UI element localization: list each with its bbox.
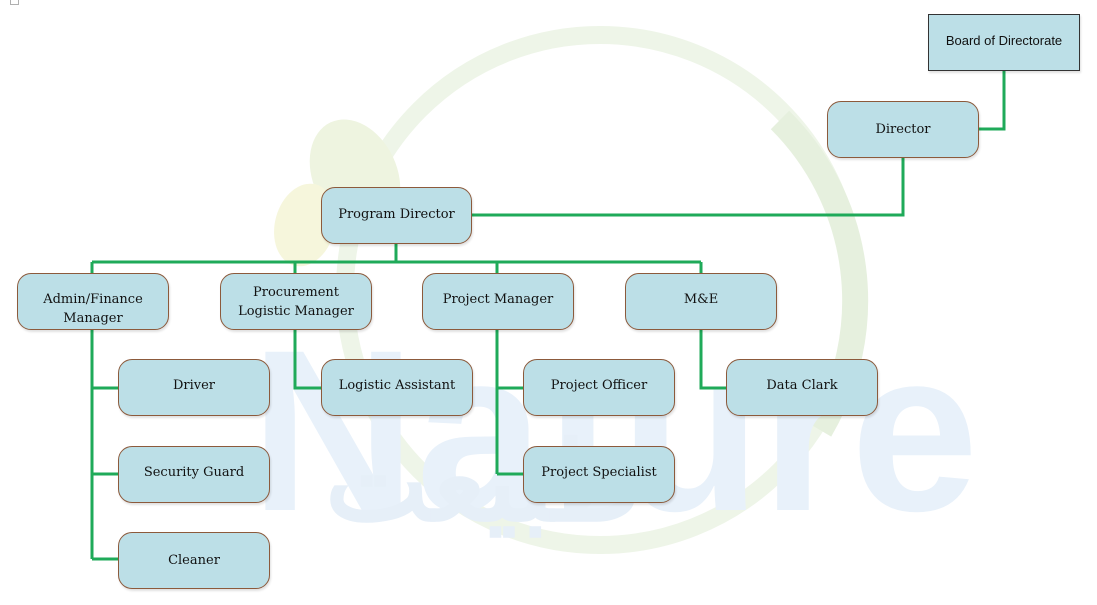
logistic-assistant-box: Logistic Assistant (321, 359, 473, 416)
project-manager-box: Project Manager (422, 273, 574, 330)
connector-procurement-logistic (293, 330, 321, 390)
connector-board-director (979, 71, 1006, 131)
program-director-box: Program Director (321, 187, 472, 244)
connector-me-data (699, 330, 726, 390)
driver-box: Driver (118, 359, 270, 416)
admin-finance-manager-box: Admin/Finance Manager (17, 273, 169, 330)
cleaner-box: Cleaner (118, 532, 270, 589)
corner-handle-icon (10, 0, 19, 5)
watermark-text: Nature (250, 302, 979, 559)
project-officer-box: Project Officer (523, 359, 675, 416)
watermark-leaf-icon (274, 183, 336, 267)
project-specialist-box: Project Specialist (523, 446, 675, 503)
connector-director-program (472, 158, 905, 217)
board-of-directorate-box: Board of Directorate (928, 14, 1080, 71)
security-guard-box: Security Guard (118, 446, 270, 503)
procurement-logistic-manager-box: Procurement Logistic Manager (220, 273, 372, 330)
director-box: Director (827, 101, 979, 158)
m-and-e-box: M&E (625, 273, 777, 330)
data-clark-box: Data Clark (726, 359, 878, 416)
